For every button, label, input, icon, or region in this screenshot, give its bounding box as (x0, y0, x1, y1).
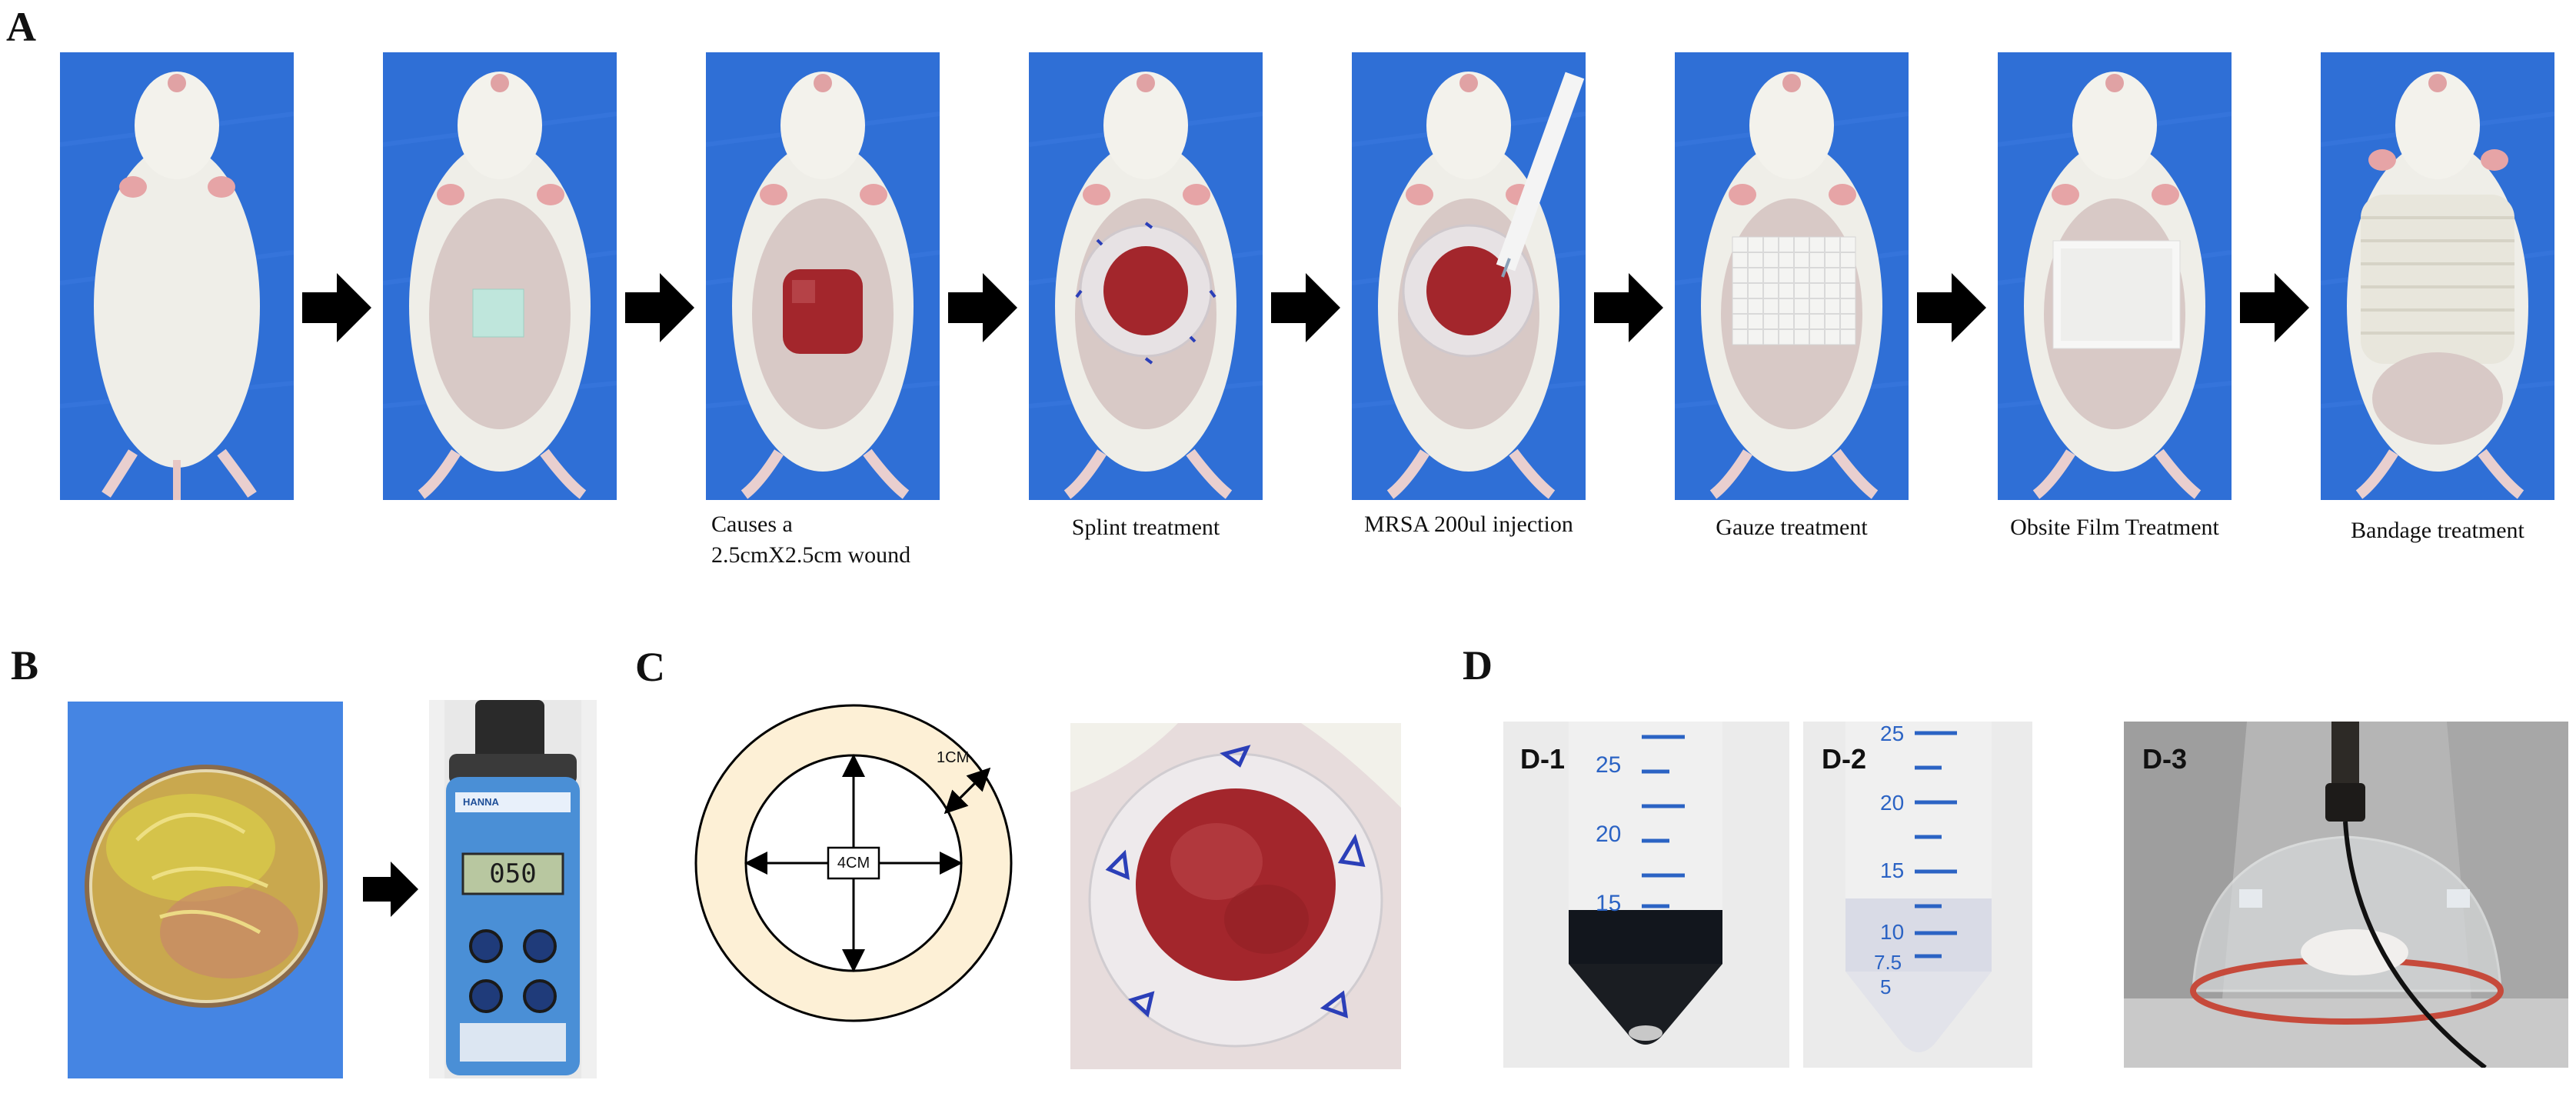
rat-photo-film (1998, 52, 2232, 500)
tube-tick-7-5: 7.5 (1874, 951, 1902, 974)
step-arrow-2 (625, 273, 694, 346)
sub-label-d2: D-2 (1822, 743, 1867, 775)
tube-tick-25: 25 (1880, 722, 1905, 745)
tube-tick-5: 5 (1880, 975, 1892, 998)
rat-photo-gauze (1675, 52, 1909, 500)
tube-tick-10: 10 (1880, 920, 1905, 944)
rat-photo-untreated (60, 52, 294, 500)
agar-plate-photo (68, 702, 343, 1078)
caption-bandage: Bandage treatment (2351, 518, 2524, 543)
caption-wound-line2: 2.5cmX2.5cm wound (711, 542, 911, 568)
step-arrow-3 (948, 273, 1017, 346)
tube-tick-15: 15 (1880, 858, 1905, 882)
inner-diameter-label: 4CM (837, 855, 870, 872)
tube-tick-15: 15 (1596, 891, 1622, 916)
step-arrow-b (363, 862, 418, 921)
tube-photo-d1: D-1 25 20 15 (1503, 722, 1789, 1068)
step-arrow-7 (2240, 273, 2309, 346)
tube-photo-d2: D-2 25 20 15 10 7.5 5 (1803, 722, 2032, 1068)
sub-label-d3: D-3 (2142, 743, 2188, 775)
panel-d-letter: D (1463, 642, 1493, 688)
caption-film: Obsite Film Treatment (2010, 515, 2219, 540)
meter-display: 050 (489, 858, 537, 889)
sub-label-d1: D-1 (1520, 743, 1566, 775)
step-arrow-5 (1594, 273, 1663, 346)
caption-mrsa-injection: MRSA 200ul injection (1364, 512, 1573, 537)
splint-ring-diagram: 4CM 1CM (692, 702, 1015, 1025)
panel-c-letter: C (635, 644, 665, 690)
tube-tick-25: 25 (1596, 752, 1622, 778)
caption-splint: Splint treatment (1071, 515, 1220, 540)
nebulizer-chamber-photo: D-3 (2124, 722, 2568, 1068)
caption-wound-line1: Causes a (711, 512, 793, 537)
panel-a-letter: A (6, 4, 36, 50)
tube-tick-20: 20 (1596, 822, 1622, 847)
rat-photo-bandage (2321, 52, 2554, 500)
step-arrow-6 (1917, 273, 1986, 346)
caption-gauze: Gauze treatment (1716, 515, 1868, 540)
rat-photo-shaved (383, 52, 617, 500)
rat-photo-splint (1029, 52, 1263, 500)
splinted-wound-photo (1070, 723, 1401, 1069)
rat-photo-wound (706, 52, 940, 500)
ring-width-label: 1CM (937, 749, 970, 766)
panel-b-letter: B (11, 642, 39, 688)
step-arrow-4 (1271, 273, 1340, 346)
step-arrow-1 (302, 273, 371, 346)
spectrophotometer-photo: HANNA 050 (429, 700, 597, 1078)
rat-photo-injection (1352, 52, 1586, 500)
tube-tick-20: 20 (1880, 791, 1905, 815)
meter-brand: HANNA (463, 796, 499, 808)
